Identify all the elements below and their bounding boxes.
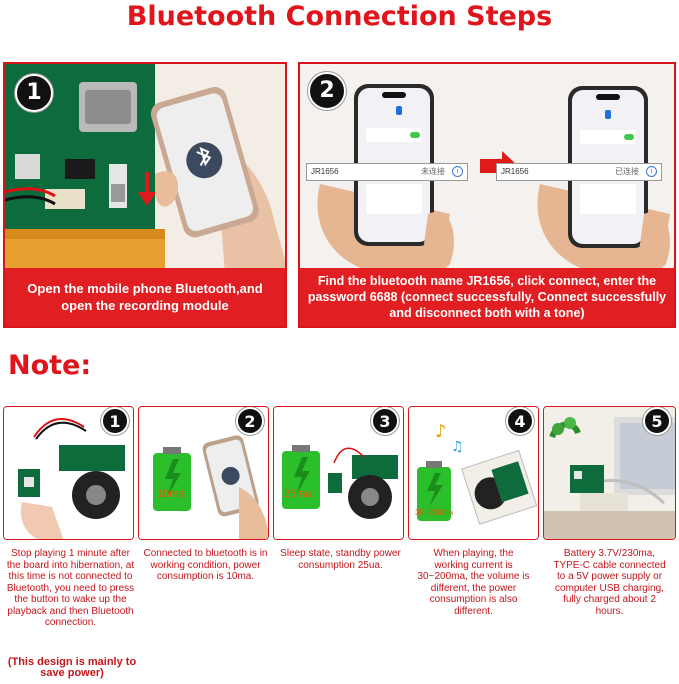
battery-label-25ma: 25ma: [284, 488, 312, 500]
music-note-icon-small: ♫: [451, 439, 464, 455]
phones-connection-illustration: [300, 64, 674, 268]
battery-and-phone-illustration: 10ma: [139, 407, 268, 539]
step-1-panel: 1 Open the mobile phone Bluetooth,and op…: [3, 62, 287, 328]
pcb-with-button-illustration: [4, 407, 133, 539]
note-4-description: When playing, the working current is 30~…: [417, 548, 530, 617]
note-1-description: Stop playing 1 minute after the board in…: [6, 548, 135, 628]
step-1-number-badge: 1: [15, 74, 53, 112]
device-list-row-connected: JR1656 已连接 i: [496, 163, 662, 181]
note-1-number-badge: 1: [101, 407, 129, 435]
battery-label-10ma: 10ma: [157, 488, 185, 500]
battery-label-30-200ma: 30~200ma: [415, 508, 454, 517]
note-card-1: 1: [3, 406, 134, 540]
status-connected: 已连接: [615, 167, 639, 176]
note-2-description: Connected to bluetooth is in working con…: [143, 548, 268, 582]
device-list-row-disconnected: JR1656 未连接 i: [306, 163, 468, 181]
note-card-5: 5: [543, 406, 676, 540]
step-1-photo: [5, 64, 285, 268]
note-4-number-badge: 4: [506, 407, 534, 435]
page-title: Bluetooth Connection Steps: [126, 1, 553, 32]
device-name-label: JR1656: [311, 167, 339, 176]
battery-and-speaker-illustration: 25ma: [274, 407, 403, 539]
module-and-phone-illustration: [5, 64, 285, 268]
step-2-panel: 2 JR1656 未连接 i JR1656 已连接 i Find the blu…: [298, 62, 676, 328]
note-card-4: ♪ ♫ 30~200ma 4: [408, 406, 539, 540]
note-heading: Note:: [8, 350, 92, 381]
info-icon: i: [452, 166, 463, 177]
step-2-photo: [300, 64, 674, 268]
music-note-icon: ♪: [435, 421, 447, 442]
note-card-2: 10ma 2: [138, 406, 269, 540]
note-5-number-badge: 5: [643, 407, 671, 435]
info-icon: i: [646, 166, 657, 177]
step-2-caption: Find the bluetooth name JR1656, click co…: [300, 268, 674, 326]
step-1-caption: Open the mobile phone Bluetooth,and open…: [5, 268, 285, 326]
note-2-number-badge: 2: [236, 407, 264, 435]
device-name-label: JR1656: [501, 167, 529, 176]
design-note: (This design is mainly to save power): [7, 656, 137, 679]
note-card-3: 25ma 3: [273, 406, 404, 540]
note-5-description: Battery 3.7V/230ma, TYPE-C cable connect…: [553, 548, 666, 617]
note-3-description: Sleep state, standby power consumption 2…: [280, 548, 401, 571]
note-3-number-badge: 3: [371, 407, 399, 435]
playing-module-illustration: ♪ ♫ 30~200ma: [409, 407, 538, 539]
status-not-connected: 未连接: [421, 167, 445, 176]
step-2-number-badge: 2: [308, 72, 346, 110]
